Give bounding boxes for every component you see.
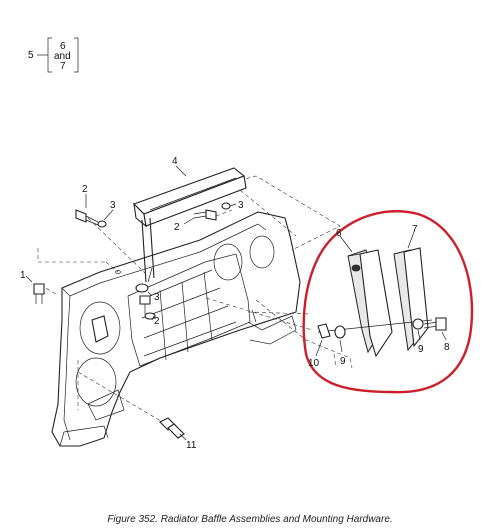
callout-11: 11: [186, 440, 197, 451]
figure-caption: Figure 352. Radiator Baffle Assemblies a…: [107, 514, 393, 525]
screw-2-upper: [75, 209, 99, 226]
callout-1: 1: [20, 270, 26, 281]
callout-4: 4: [172, 156, 178, 167]
callout-3-upper: 3: [110, 200, 116, 211]
ref-number-7: 7: [60, 61, 66, 72]
bolt-8: [423, 317, 447, 331]
screw-1: [33, 283, 45, 304]
washer-3-middle: [221, 202, 231, 210]
radiator-frame: [51, 211, 301, 447]
screw-11: [159, 417, 185, 439]
nut-10: [317, 323, 331, 339]
callout-10: 10: [308, 358, 320, 369]
callout-2-middle: 2: [174, 222, 180, 233]
leader-lines: [25, 165, 447, 441]
highlight-circle: [302, 210, 474, 394]
baffle-assemblies: [317, 247, 447, 358]
washer-9-left: [334, 325, 346, 339]
washer-3-upper: [97, 220, 107, 228]
baffle-bracket: [132, 167, 247, 283]
callout-9-right: 9: [418, 344, 424, 355]
ref-and-word: and: [54, 51, 71, 62]
callout-3-middle: 3: [238, 200, 244, 211]
callout-3-lower: 3: [154, 292, 160, 303]
ref-number-5: 5: [28, 50, 34, 61]
callout-8: 8: [444, 342, 450, 353]
hardware: [33, 202, 231, 439]
callout-9-left: 9: [340, 356, 346, 367]
ref-number-6: 6: [60, 41, 66, 52]
callout-6: 6: [336, 228, 342, 239]
callout-labels: 1 2 3 4 2 3 3 2 6 7 8 9 9 10 11: [20, 156, 450, 451]
figure-reference-box: 5 6 and 7: [28, 37, 79, 73]
washer-3-lower: [135, 283, 149, 293]
screw-2-lower: [139, 295, 156, 320]
washer-9-right: [412, 318, 424, 330]
screw-2-middle: [193, 209, 217, 221]
callout-2-lower: 2: [154, 316, 160, 327]
callout-2-upper: 2: [82, 184, 88, 195]
callout-7: 7: [412, 224, 418, 235]
